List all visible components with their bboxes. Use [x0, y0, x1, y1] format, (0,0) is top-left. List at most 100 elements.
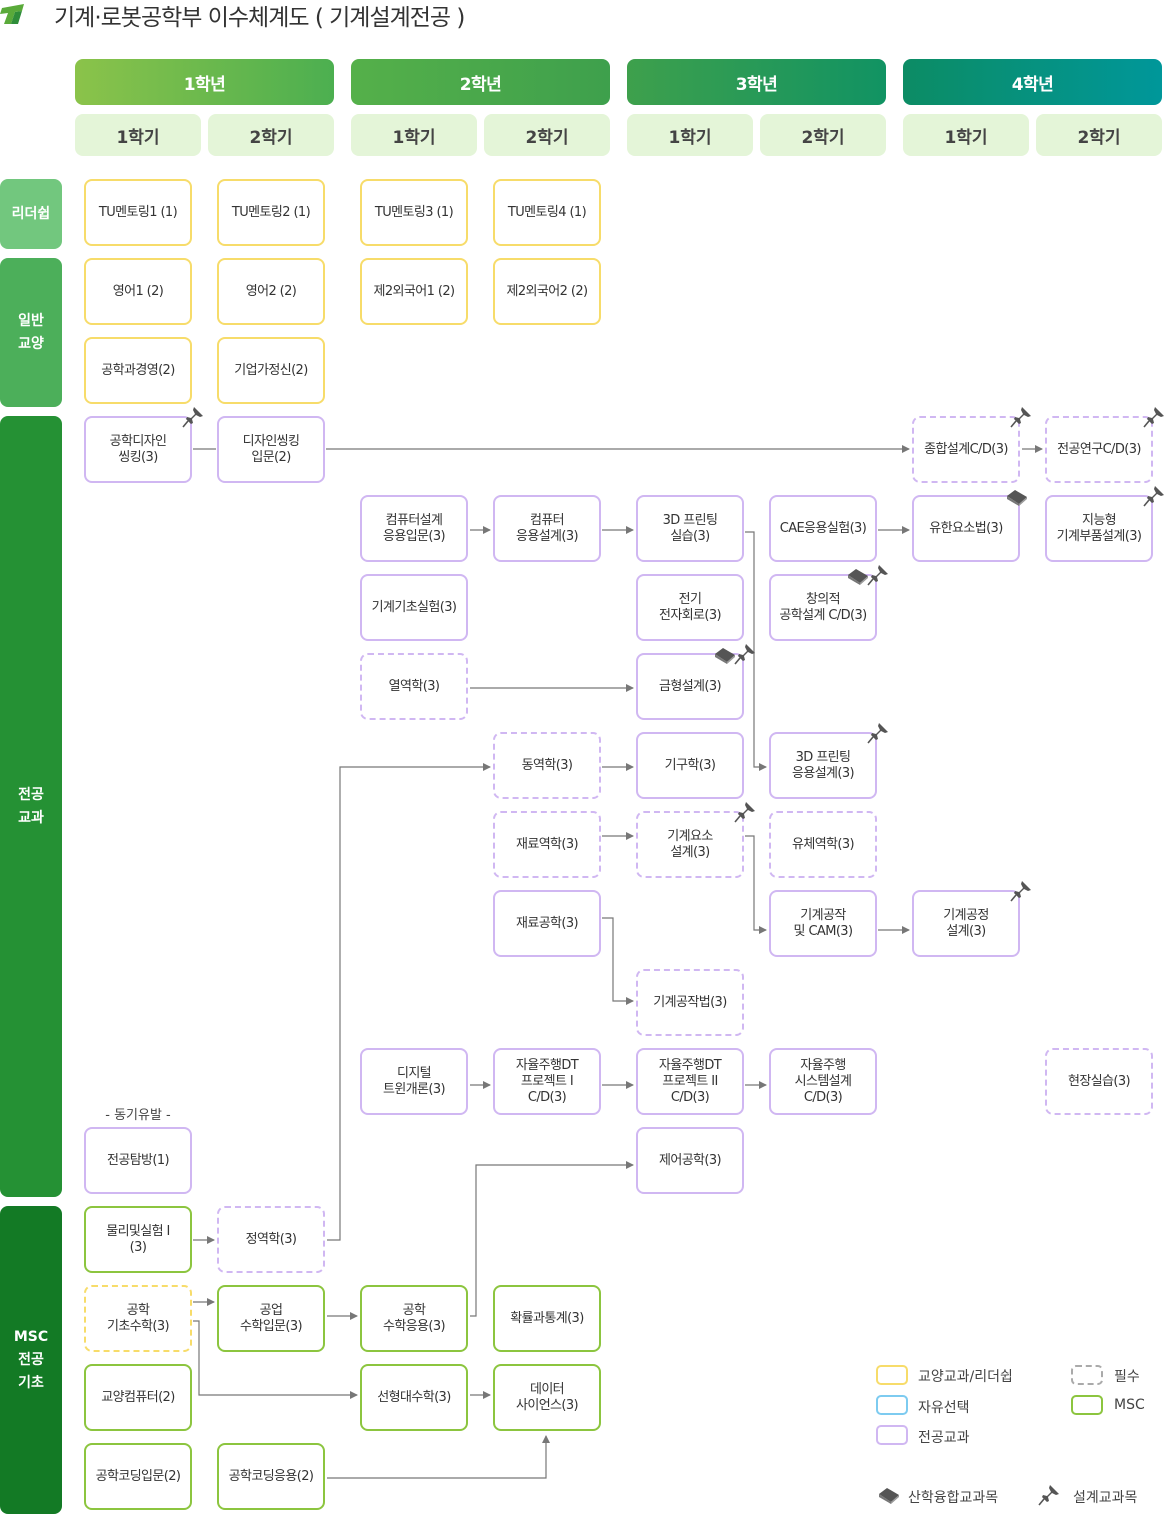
course-print3ddesign[interactable]: 3D 프린팅 응용설계(3) — [769, 732, 877, 799]
connector-engmath-control — [470, 1161, 634, 1317]
course-machcam[interactable]: 기계공작 및 CAM(3) — [769, 890, 877, 957]
course-thermo[interactable]: 열역학(3) — [360, 653, 468, 720]
course-dynamics[interactable]: 동역학(3) — [493, 732, 601, 799]
legend-label-general: 교양교과/리더쉽 — [918, 1369, 1013, 1385]
course-manufmeth[interactable]: 기계공작법(3) — [636, 969, 744, 1036]
year-header-4: 4학년 — [903, 59, 1162, 105]
course-tu4[interactable]: TU멘토링4 (1) — [493, 179, 601, 246]
course-materials[interactable]: 재료공학(3) — [493, 890, 601, 957]
course-fieldwork[interactable]: 현장실습(3) — [1045, 1048, 1153, 1115]
legend-label-required: 필수 — [1114, 1369, 1140, 1385]
connector-codeapp-datasci — [327, 1435, 550, 1479]
course-tu2[interactable]: TU멘토링2 (1) — [217, 179, 325, 246]
course-cadintro[interactable]: 컴퓨터설계 응용입문(3) — [360, 495, 468, 562]
pushpin-icon — [867, 564, 889, 586]
connector-machelem-machcam — [745, 835, 767, 934]
course-tu3[interactable]: TU멘토링3 (1) — [360, 179, 468, 246]
course-procdesign[interactable]: 기계공정 설계(3) — [912, 890, 1020, 957]
book-icon — [879, 1488, 899, 1504]
semester-header: 2학기 — [760, 114, 886, 156]
semester-header: 1학기 — [75, 114, 201, 156]
connector-materials-manufmeth — [602, 917, 634, 1005]
course-eng2[interactable]: 영어2 (2) — [217, 258, 325, 325]
course-adp2[interactable]: 자율주행DT 프로젝트 II C/D(3) — [636, 1048, 744, 1115]
course-fluid[interactable]: 유체역학(3) — [769, 811, 877, 878]
course-solidmech[interactable]: 재료역학(3) — [493, 811, 601, 878]
course-codeapp[interactable]: 공학코딩응용(2) — [217, 1443, 325, 1510]
course-libcomp[interactable]: 교양컴퓨터(2) — [84, 1364, 192, 1431]
course-tu1[interactable]: TU멘토링1 (1) — [84, 179, 192, 246]
course-engmgmt[interactable]: 공학과경영(2) — [84, 337, 192, 404]
legend-swatch-msc — [1071, 1395, 1103, 1415]
legend-label-free: 자유선택 — [918, 1400, 970, 1416]
semester-header: 2학기 — [484, 114, 610, 156]
year-header-3: 3학년 — [627, 59, 886, 105]
legend-label-design: 설계교과목 — [1073, 1490, 1138, 1506]
pushpin-icon — [867, 722, 889, 744]
course-caelab[interactable]: CAE응용실험(3) — [769, 495, 877, 562]
course-engmath[interactable]: 공학 수학응용(3) — [360, 1285, 468, 1352]
course-adsys[interactable]: 자율주행 시스템설계 C/D(3) — [769, 1048, 877, 1115]
pushpin-icon — [1143, 485, 1165, 507]
tu-logo-icon — [0, 4, 24, 24]
course-mold[interactable]: 금형설계(3) — [636, 653, 744, 720]
course-basicmath[interactable]: 공학 기초수학(3) — [84, 1285, 192, 1352]
pushpin-icon — [734, 801, 756, 823]
category-major: 전공 교과 — [0, 416, 62, 1197]
course-statics[interactable]: 정역학(3) — [217, 1206, 325, 1273]
category-msc-foundation: MSC 전공 기초 — [0, 1206, 62, 1514]
category-leadership: 리더쉽 — [0, 179, 62, 249]
course-print3d[interactable]: 3D 프린팅 실습(3) — [636, 495, 744, 562]
course-adp1[interactable]: 자율주행DT 프로젝트 I C/D(3) — [493, 1048, 601, 1115]
course-physics[interactable]: 물리및실험 I (3) — [84, 1206, 192, 1273]
pushpin-icon — [1143, 406, 1165, 428]
semester-header: 2학기 — [208, 114, 334, 156]
pushpin-icon — [1010, 880, 1032, 902]
legend-label-industry: 산학융합교과목 — [908, 1490, 999, 1506]
connector-statics-dynamics — [327, 763, 491, 1241]
course-cadapp[interactable]: 컴퓨터 응용설계(3) — [493, 495, 601, 562]
connector-basicmath-linalg — [193, 1320, 358, 1399]
legend-swatch-free — [876, 1395, 908, 1415]
course-indmath[interactable]: 공업 수학입문(3) — [217, 1285, 325, 1352]
course-probstat[interactable]: 확률과통계(3) — [493, 1285, 601, 1352]
course-entre[interactable]: 기업가정신(2) — [217, 337, 325, 404]
course-digitaltwin[interactable]: 디지털 트윈개론(3) — [360, 1048, 468, 1115]
semester-header: 1학기 — [627, 114, 753, 156]
pushpin-icon — [182, 406, 204, 428]
course-research[interactable]: 전공연구C/D(3) — [1045, 416, 1153, 483]
course-circuit[interactable]: 전기 전자회로(3) — [636, 574, 744, 641]
course-fl2[interactable]: 제2외국어2 (2) — [493, 258, 601, 325]
course-capstone[interactable]: 종합설계C/D(3) — [912, 416, 1020, 483]
motivation-note: - 동기유발 - — [105, 1108, 171, 1123]
course-machelem[interactable]: 기계요소 설계(3) — [636, 811, 744, 878]
course-dti[interactable]: 디자인씽킹 입문(2) — [217, 416, 325, 483]
legend-label-major: 전공교과 — [918, 1430, 970, 1446]
course-eng1[interactable]: 영어1 (2) — [84, 258, 192, 325]
legend-swatch-required — [1071, 1365, 1103, 1385]
connector-print3d-print3ddesign — [745, 531, 767, 771]
course-creative[interactable]: 창의적 공학설계 C/D(3) — [769, 574, 877, 641]
course-edt[interactable]: 공학디자인 씽킹(3) — [84, 416, 192, 483]
course-fl1[interactable]: 제2외국어1 (2) — [360, 258, 468, 325]
book-icon — [1006, 489, 1028, 507]
legend-label-msc: MSC — [1114, 1397, 1145, 1413]
course-datasci[interactable]: 데이터 사이언스(3) — [493, 1364, 601, 1431]
semester-header: 1학기 — [903, 114, 1029, 156]
course-explore[interactable]: 전공탐방(1) — [84, 1127, 192, 1194]
course-smartpart[interactable]: 지능형 기계부품설계(3) — [1045, 495, 1153, 562]
page-title: 기계·로봇공학부 이수체계도 ( 기계설계전공 ) — [54, 5, 465, 31]
book-icon — [714, 647, 736, 665]
course-mechanism[interactable]: 기구학(3) — [636, 732, 744, 799]
year-header-2: 2학년 — [351, 59, 610, 105]
course-linalg[interactable]: 선형대수학(3) — [360, 1364, 468, 1431]
semester-header: 1학기 — [351, 114, 477, 156]
course-control[interactable]: 제어공학(3) — [636, 1127, 744, 1194]
course-fem[interactable]: 유한요소법(3) — [912, 495, 1020, 562]
course-codeintro[interactable]: 공학코딩입문(2) — [84, 1443, 192, 1510]
course-mechlab[interactable]: 기계기초실험(3) — [360, 574, 468, 641]
legend-swatch-major — [876, 1425, 908, 1445]
semester-header: 2학기 — [1036, 114, 1162, 156]
year-header-1: 1학년 — [75, 59, 334, 105]
